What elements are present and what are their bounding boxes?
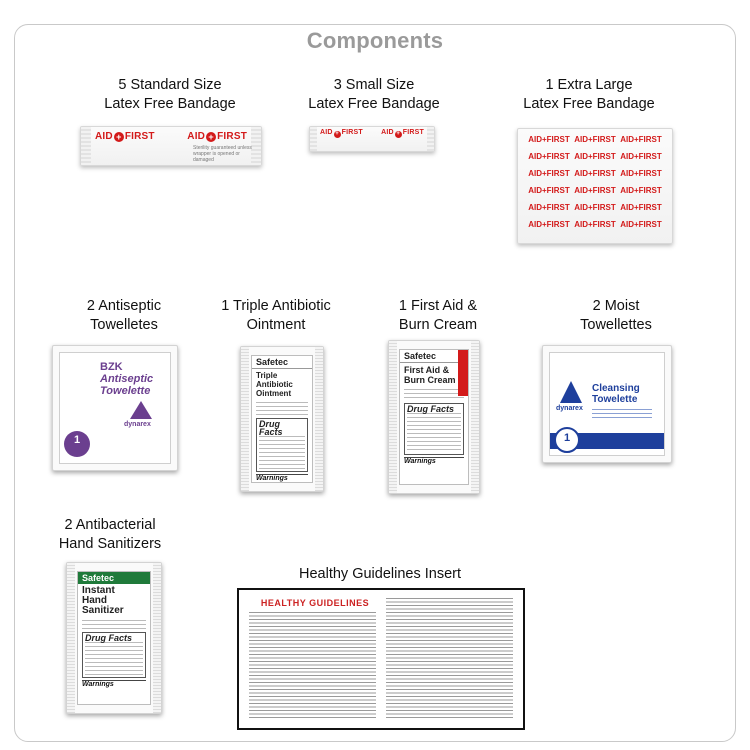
moist-brand: dynarex	[556, 405, 583, 412]
bandage-logo: AID+FIRST	[574, 135, 616, 144]
bandage-logo: AID+FIRST	[528, 220, 570, 229]
xl-bandage-pattern: AID+FIRST AID+FIRST AID+FIRST AID+FIRST AID+…	[526, 135, 664, 237]
bandage-logo: AID+FIRST	[95, 131, 155, 142]
antiseptic-brand: dynarex	[124, 421, 151, 428]
bandage-logo: AID+FIRST	[620, 220, 662, 229]
page-title: Components	[306, 28, 444, 53]
safetec-brand: Safetec	[400, 350, 468, 363]
small-bandage-image: AID+FIRST AID+FIRST	[309, 126, 435, 152]
bandage-logo: AID+FIRST	[528, 186, 570, 195]
antiseptic-towelette-image: BZK Antiseptic Towelette dynarex 1	[52, 345, 178, 471]
drug-facts-label: Drug Facts	[407, 404, 455, 414]
bandage-logo: AID+FIRST	[620, 186, 662, 195]
bandage-logo: AID+FIRST	[574, 186, 616, 195]
antiseptic-title: BZK Antiseptic Towelette	[100, 361, 154, 397]
dynarex-logo-icon	[130, 401, 152, 419]
bandage-logo: AID+FIRST	[528, 203, 570, 212]
xl-bandage-image: AID+FIRST AID+FIRST AID+FIRST AID+FIRST AID+…	[517, 128, 673, 244]
burn-cream-image: Safetec First Aid &Burn Cream Drug Facts…	[388, 340, 480, 494]
insert-title: HEALTHY GUIDELINES	[260, 598, 370, 608]
standard-bandage-image: AID+FIRST AID+FIRST Sterility guaranteed…	[80, 126, 262, 166]
bandage-fine-print: Sterility guaranteed unless wrapper is o…	[193, 145, 252, 163]
bandage-logo: AID+FIRST	[528, 135, 570, 144]
drug-facts-label: Drug Facts	[259, 419, 283, 437]
bandage-logo: AID+FIRST	[528, 169, 570, 178]
bandage-logo: AID+FIRST	[381, 129, 424, 138]
caption-insert: Healthy Guidelines Insert	[299, 566, 461, 582]
bandage-logo: AID+FIRST	[574, 152, 616, 161]
burn-title: First Aid &Burn Cream	[404, 365, 456, 385]
safetec-brand: Safetec	[78, 572, 150, 584]
count-badge: 1	[554, 427, 580, 453]
bandage-logo: AID+FIRST	[620, 169, 662, 178]
warnings-label: Warnings	[256, 474, 308, 482]
warnings-label: Warnings	[404, 457, 464, 465]
bandage-logo: AID+FIRST	[528, 152, 570, 161]
safetec-brand: Safetec	[252, 356, 312, 369]
bandage-logo: AID+FIRST	[574, 169, 616, 178]
count-badge: 1	[64, 431, 90, 457]
healthy-guidelines-insert-image: HEALTHY GUIDELINES	[237, 588, 525, 730]
bandage-logo: AID+FIRST	[620, 152, 662, 161]
drug-facts-label: Drug Facts	[85, 633, 133, 643]
bandage-logo: AID+FIRST	[574, 203, 616, 212]
bandage-logo: AID+FIRST	[620, 203, 662, 212]
bandage-logo: AID+FIRST	[620, 135, 662, 144]
bandage-logo: AID+FIRST	[187, 131, 247, 142]
dynarex-logo-icon	[560, 381, 582, 403]
warnings-label: Warnings	[82, 680, 146, 688]
bandage-logo: AID+FIRST	[320, 129, 363, 138]
caption-burn-cream: 1 First Aid &Burn Cream	[398, 298, 478, 333]
bandage-logo: AID+FIRST	[574, 220, 616, 229]
